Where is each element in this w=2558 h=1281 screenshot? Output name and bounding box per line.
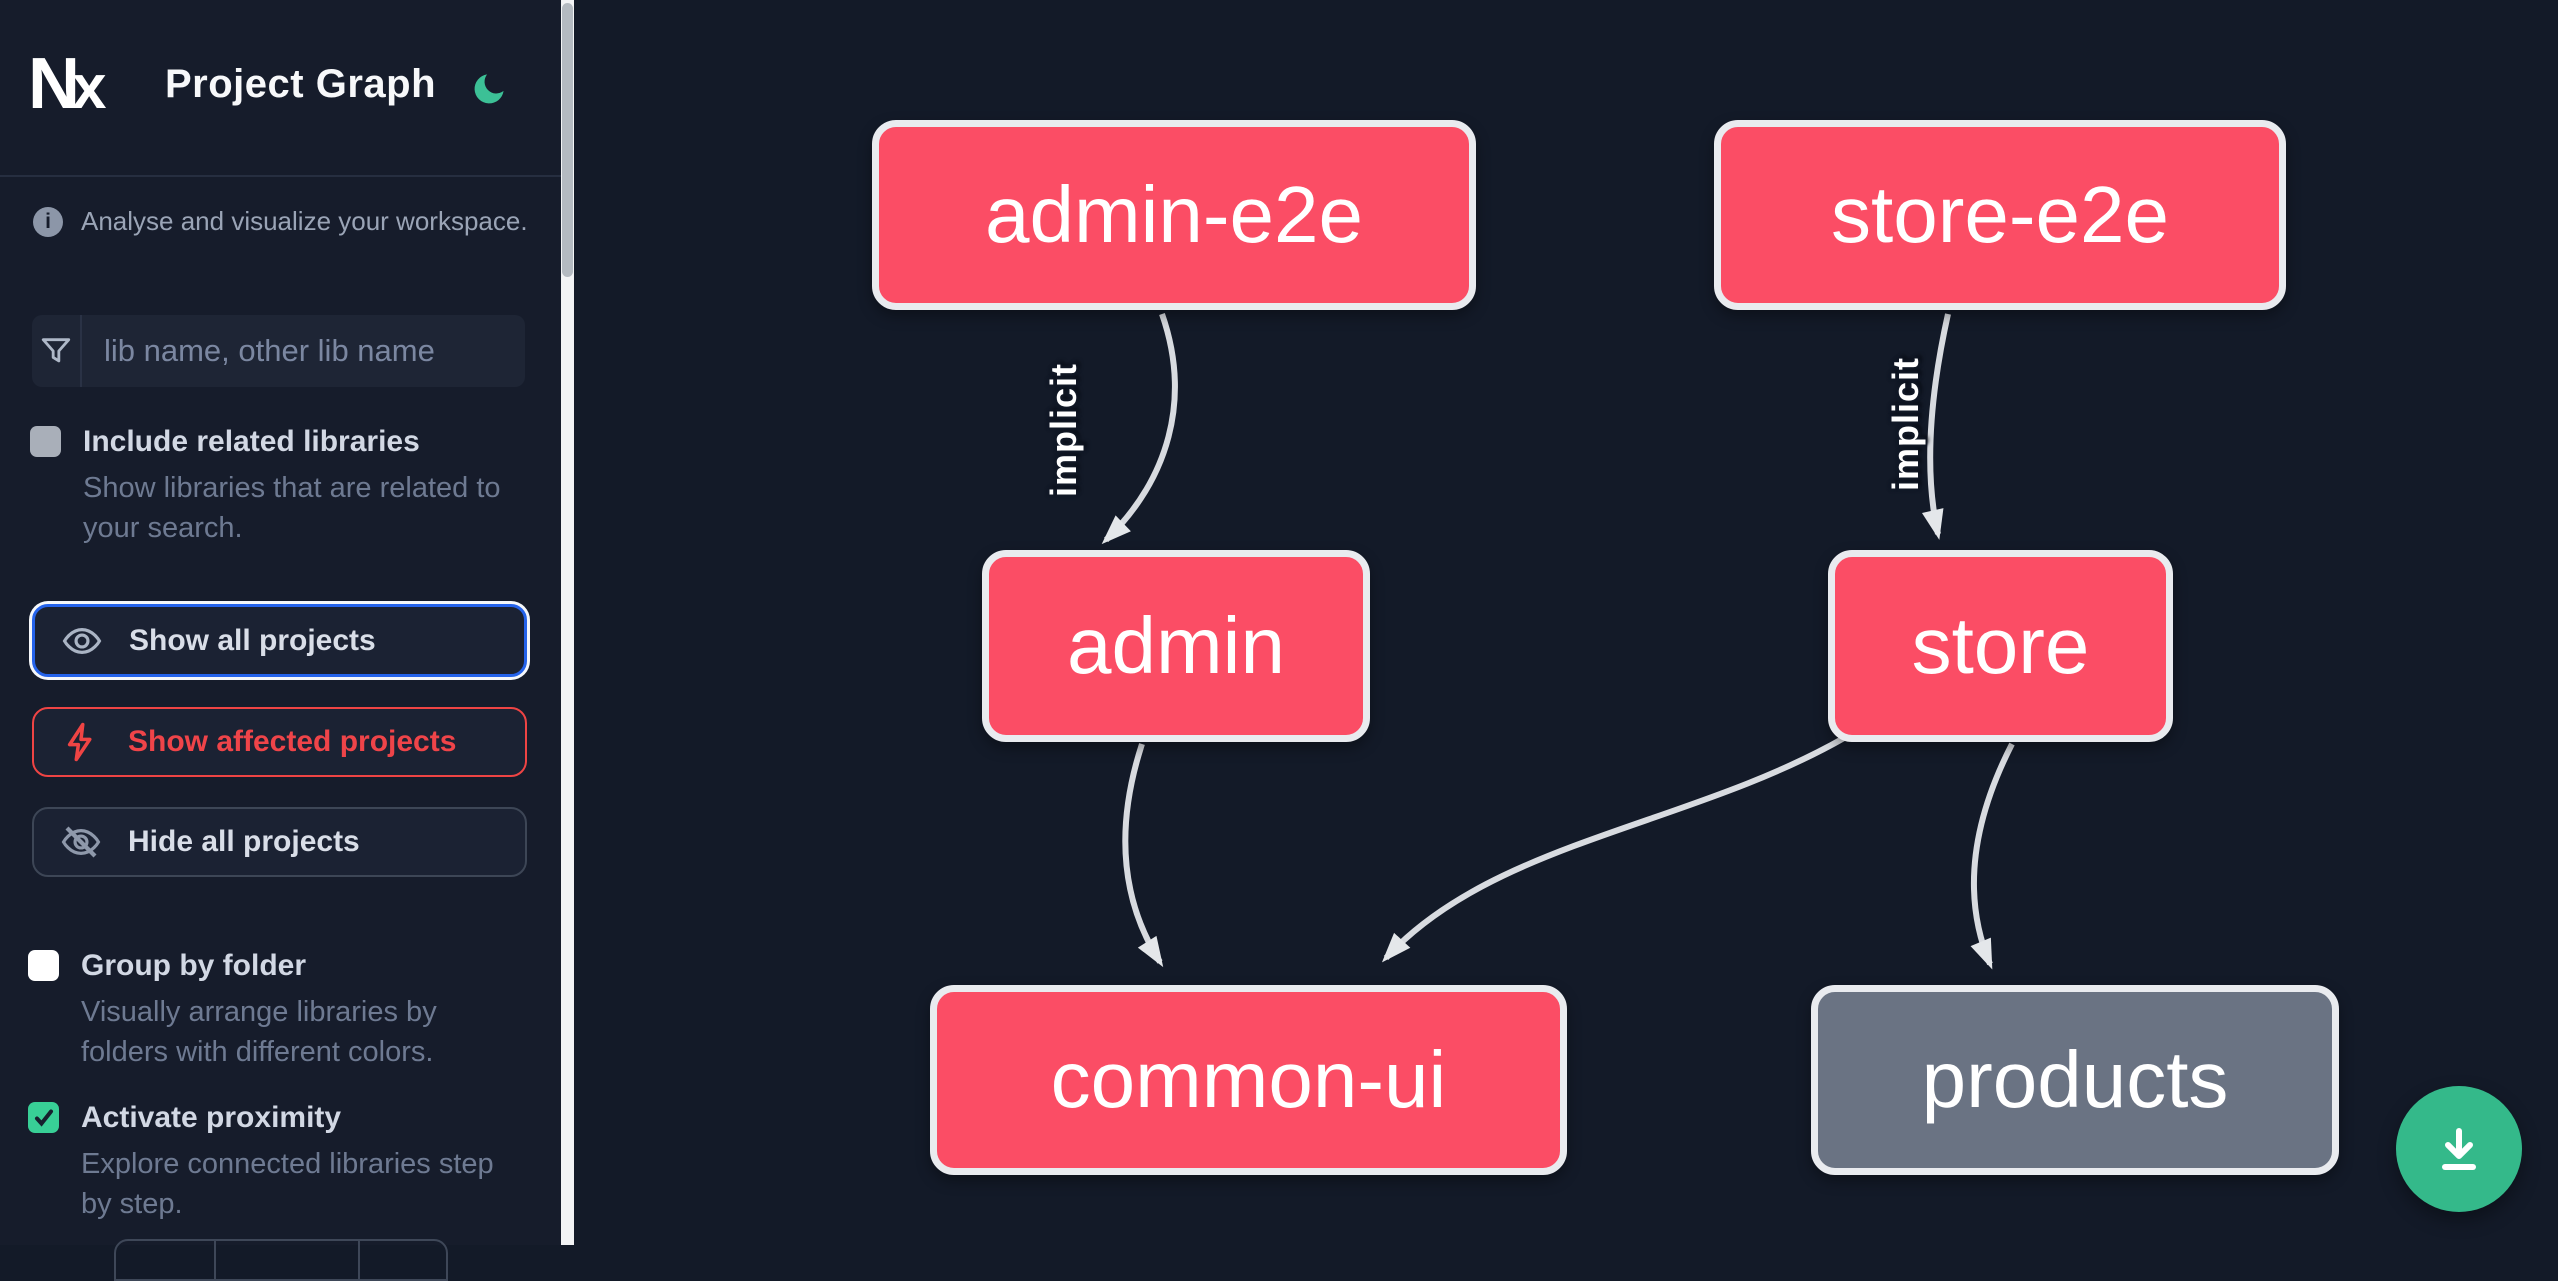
button-label: Show affected projects <box>128 725 457 758</box>
node-label: store <box>1911 601 2090 690</box>
node-label: admin-e2e <box>984 170 1363 259</box>
stepper-increment[interactable] <box>360 1241 446 1279</box>
info-icon: i <box>33 206 63 237</box>
eye-off-icon <box>61 826 101 858</box>
sidebar-header: Nx Project Graph <box>0 0 561 175</box>
header-divider <box>0 175 561 177</box>
show-all-projects-button[interactable]: Show all projects <box>32 604 527 677</box>
graph-node-admin[interactable]: admin <box>982 550 1370 742</box>
option-label: Include related libraries <box>83 425 420 458</box>
stepper-value <box>214 1241 360 1279</box>
activate-proximity-checkbox[interactable] <box>28 1102 59 1133</box>
sidebar: Nx Project Graph i Analyse and visualize… <box>0 0 561 1281</box>
node-label: store-e2e <box>1831 170 2169 259</box>
info-text: Analyse and visualize your workspace. <box>81 206 528 236</box>
graph-node-admin-e2e[interactable]: admin-e2e <box>872 120 1476 310</box>
edge-label-implicit: implicit <box>1885 356 1926 492</box>
node-label: products <box>1921 1035 2229 1124</box>
search-input[interactable] <box>82 315 525 387</box>
button-label: Hide all projects <box>128 825 360 858</box>
option-description: Visually arrange libraries by folders wi… <box>81 996 437 1068</box>
search-box <box>32 315 525 387</box>
download-image-button[interactable] <box>2396 1086 2522 1212</box>
graph-node-store-e2e[interactable]: store-e2e <box>1714 120 2286 310</box>
download-icon <box>2442 1128 2476 1170</box>
graph-node-store[interactable]: store <box>1828 550 2173 742</box>
stepper-decrement[interactable] <box>116 1241 214 1279</box>
button-label: Show all projects <box>129 623 376 657</box>
sidebar-scrollbar-thumb[interactable] <box>562 3 573 277</box>
node-label: admin <box>1067 601 1285 690</box>
workspace-info: i Analyse and visualize your workspace. <box>33 206 528 237</box>
show-affected-projects-button[interactable]: Show affected projects <box>32 707 527 777</box>
option-label: Group by folder <box>81 949 306 982</box>
proximity-depth-stepper[interactable] <box>114 1239 448 1281</box>
option-group-by-folder: Group by folder Visually arrange librari… <box>28 948 437 1072</box>
page-title: Project Graph <box>165 62 437 106</box>
hide-all-projects-button[interactable]: Hide all projects <box>32 807 527 877</box>
include-related-checkbox[interactable] <box>30 426 61 457</box>
group-by-folder-checkbox[interactable] <box>28 950 59 981</box>
bolt-icon <box>67 722 92 762</box>
option-description: Show libraries that are related to your … <box>83 472 501 544</box>
sidebar-scrollbar-track[interactable] <box>561 0 574 1245</box>
option-description: Explore connected libraries step by step… <box>81 1148 494 1220</box>
nx-logo[interactable]: Nx <box>28 44 107 124</box>
option-include-related: Include related libraries Show libraries… <box>30 424 501 548</box>
filter-icon <box>32 315 82 387</box>
edge-label-implicit: implicit <box>1043 362 1084 498</box>
option-label: Activate proximity <box>81 1101 342 1134</box>
eye-icon <box>62 627 102 654</box>
option-activate-proximity: Activate proximity Explore connected lib… <box>28 1100 494 1224</box>
node-label: common-ui <box>1050 1035 1447 1124</box>
theme-toggle-moon-icon[interactable] <box>470 70 508 108</box>
graph-node-products[interactable]: products <box>1811 985 2339 1175</box>
graph-node-common-ui[interactable]: common-ui <box>930 985 1567 1175</box>
check-icon <box>34 1109 53 1127</box>
